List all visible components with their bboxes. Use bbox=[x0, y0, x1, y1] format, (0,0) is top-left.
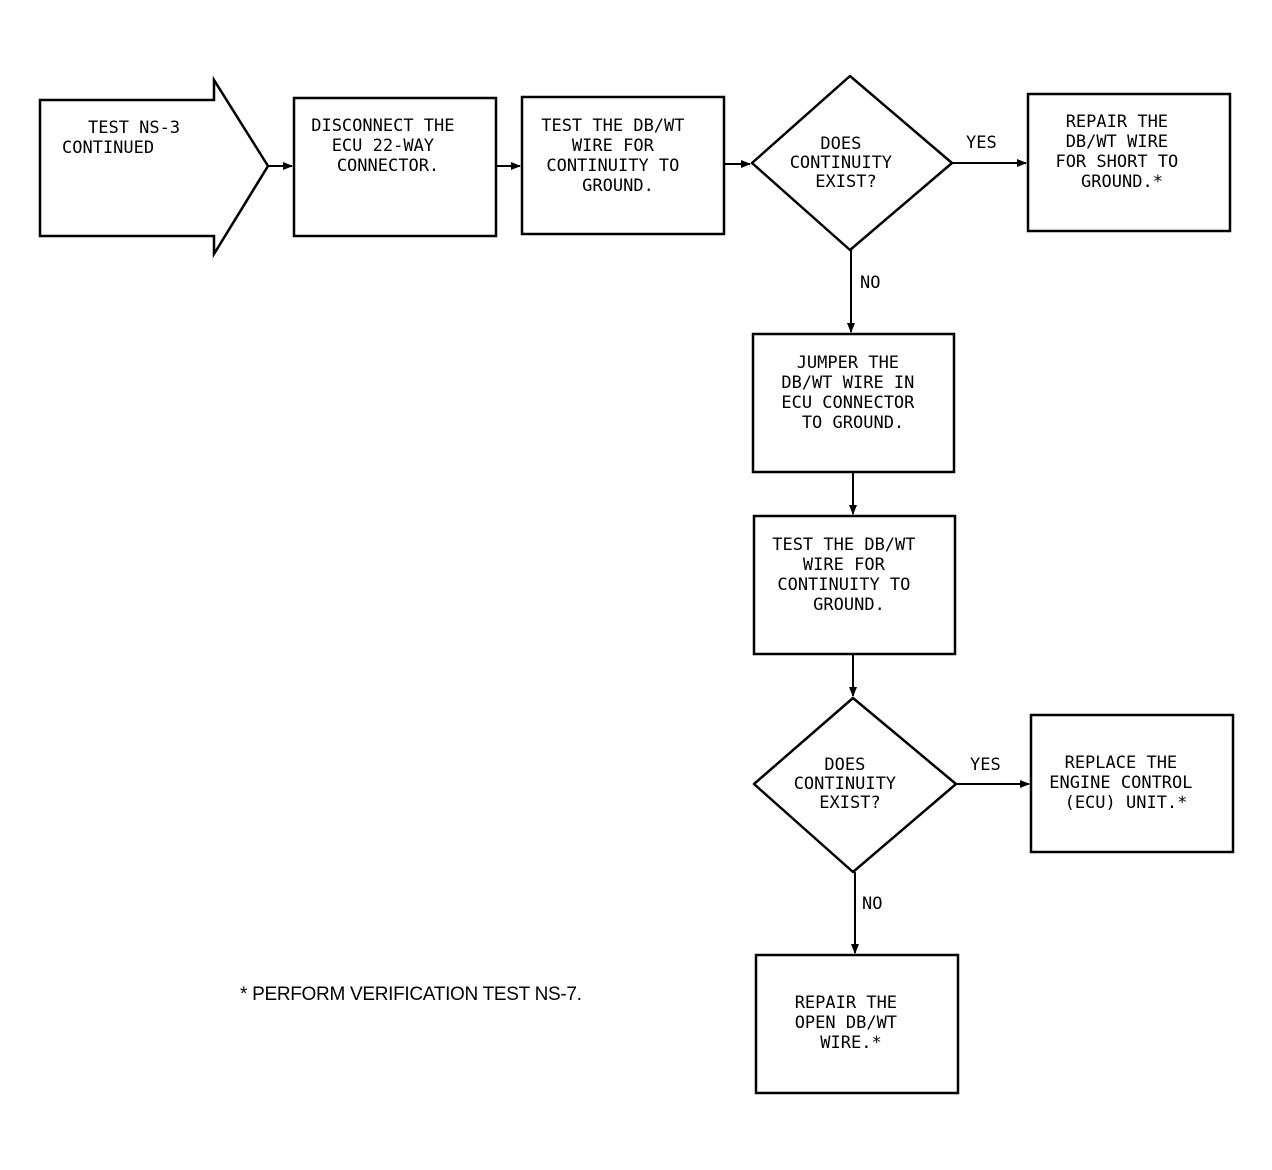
disconnect-line-1: DISCONNECT THE bbox=[311, 116, 454, 136]
decision2-no-label: NO bbox=[862, 894, 882, 914]
decision-1: DOES CONTINUITY EXIST? bbox=[750, 74, 954, 252]
step-test-1: TEST THE DB/WT WIRE FOR CONTINUITY TO GR… bbox=[520, 95, 726, 236]
decision2-line-1: DOES bbox=[824, 755, 865, 775]
decision1-yes-label: YES bbox=[966, 133, 997, 153]
disconnect-line-3: CONNECTOR. bbox=[337, 156, 439, 176]
test2-line-2: WIRE FOR bbox=[803, 555, 886, 575]
replace-ecu-line-3: (ECU) UNIT.* bbox=[1065, 793, 1188, 813]
svg-text:DOES CONTINUITY EX: DOES CONTINUITY EXIST? bbox=[790, 134, 903, 192]
test1-line-2: WIRE FOR bbox=[572, 136, 655, 156]
decision1-line-3: EXIST? bbox=[815, 172, 876, 192]
start-arrow: TEST NS-3 CONTINUED bbox=[38, 75, 270, 259]
svg-text:TEST THE DB/WT WIRE FOR: TEST THE DB/WT WIRE FOR CONTINUITY TO GR… bbox=[772, 535, 926, 615]
test2-line-3: CONTINUITY TO bbox=[777, 575, 910, 595]
svg-text:DOES CONTINUITY EX: DOES CONTINUITY EXIST? bbox=[794, 755, 907, 813]
step-repair-short: REPAIR THE DB/WT WIRE FOR SHORT TO GROUN… bbox=[1026, 92, 1232, 233]
step-test-2: TEST THE DB/WT WIRE FOR CONTINUITY TO GR… bbox=[752, 514, 957, 656]
step-disconnect: DISCONNECT THE ECU 22-WAY CONNECTOR. bbox=[292, 96, 498, 238]
repair-short-line-4: GROUND.* bbox=[1081, 172, 1163, 192]
svg-text:REPLACE THE ENGINE CONTR: REPLACE THE ENGINE CONTROL (ECU) UNIT.* bbox=[1049, 753, 1203, 813]
decision2-line-2: CONTINUITY bbox=[794, 774, 896, 794]
decision2-line-3: EXIST? bbox=[819, 793, 880, 813]
jumper-line-1: JUMPER THE bbox=[797, 353, 899, 373]
decision1-line-2: CONTINUITY bbox=[790, 153, 892, 173]
jumper-line-2: DB/WT WIRE IN bbox=[781, 373, 914, 393]
test1-line-3: CONTINUITY TO bbox=[546, 156, 679, 176]
decision-2: DOES CONTINUITY EXIST? bbox=[752, 696, 958, 874]
disconnect-line-2: ECU 22-WAY bbox=[332, 136, 434, 156]
jumper-line-3: ECU CONNECTOR bbox=[781, 393, 915, 413]
decision2-yes-label: YES bbox=[970, 755, 1001, 775]
replace-ecu-line-1: REPLACE THE bbox=[1065, 753, 1178, 773]
step-repair-open: REPAIR THE OPEN DB/WT WIRE.* bbox=[754, 953, 960, 1095]
svg-text:DISCONNECT THE ECU 22-WA: DISCONNECT THE ECU 22-WAY CONNECTOR. bbox=[311, 116, 465, 176]
repair-open-line-3: WIRE.* bbox=[820, 1033, 881, 1053]
footnote: * PERFORM VERIFICATION TEST NS-7. bbox=[240, 984, 582, 1005]
decision1-line-1: DOES bbox=[820, 134, 861, 154]
jumper-line-4: TO GROUND. bbox=[802, 413, 904, 433]
test2-line-1: TEST THE DB/WT bbox=[772, 535, 915, 555]
svg-text:REPAIR THE OPEN DB/WT: REPAIR THE OPEN DB/WT WIRE.* bbox=[795, 993, 908, 1053]
repair-short-line-3: FOR SHORT TO bbox=[1055, 152, 1178, 172]
decision1-no-label: NO bbox=[860, 273, 880, 293]
test1-line-1: TEST THE DB/WT bbox=[541, 116, 684, 136]
test2-line-4: GROUND. bbox=[813, 595, 885, 615]
repair-open-line-2: OPEN DB/WT bbox=[795, 1013, 897, 1033]
start-label: TEST NS-3 CONTINUED bbox=[62, 118, 190, 158]
svg-text:REPAIR THE DB/WT WIRE: REPAIR THE DB/WT WIRE FOR SHORT TO GROUN… bbox=[1055, 112, 1188, 192]
repair-short-line-2: DB/WT WIRE bbox=[1066, 132, 1168, 152]
svg-text:TEST THE DB/WT WIRE FOR: TEST THE DB/WT WIRE FOR CONTINUITY TO GR… bbox=[541, 116, 695, 196]
replace-ecu-line-2: ENGINE CONTROL bbox=[1049, 773, 1192, 793]
step-jumper: JUMPER THE DB/WT WIRE IN ECU CONNECTOR T… bbox=[751, 332, 956, 474]
start-line-2: CONTINUED bbox=[62, 138, 154, 158]
connectors bbox=[268, 159, 1030, 954]
repair-open-line-1: REPAIR THE bbox=[795, 993, 897, 1013]
step-replace-ecu: REPLACE THE ENGINE CONTROL (ECU) UNIT.* bbox=[1029, 713, 1235, 854]
start-line-1: TEST NS-3 bbox=[88, 118, 180, 138]
repair-short-line-1: REPAIR THE bbox=[1066, 112, 1168, 132]
svg-text:JUMPER THE DB/WT WIRE IN: JUMPER THE DB/WT WIRE IN ECU CONNECTOR T… bbox=[781, 353, 924, 433]
test1-line-4: GROUND. bbox=[582, 176, 654, 196]
